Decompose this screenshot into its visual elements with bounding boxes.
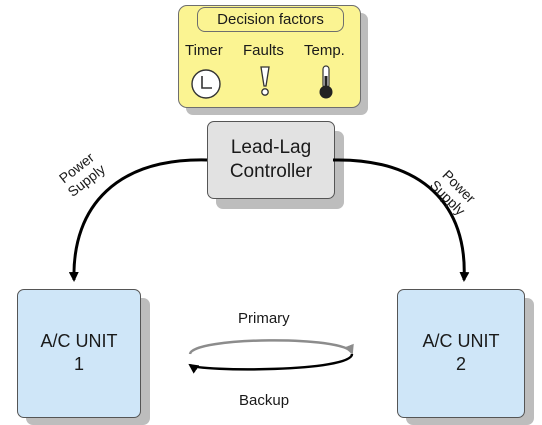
- backup-label: Backup: [239, 392, 290, 409]
- factor-label-temp: Temp.: [304, 42, 345, 59]
- thermometer-icon: [319, 65, 333, 99]
- controller-label-line2: Controller: [229, 161, 313, 182]
- factor-label-faults: Faults: [243, 42, 284, 59]
- lead-lag-controller: Lead-Lag Controller: [207, 121, 335, 199]
- ac-unit-1-number: 1: [73, 354, 84, 374]
- primary-label: Primary: [238, 310, 290, 327]
- ac-unit-2-number: 2: [455, 354, 466, 374]
- power-supply-arrow-left: [68, 158, 208, 282]
- ac-unit-2-label: A/C UNIT: [422, 331, 500, 351]
- clock-icon: [191, 69, 221, 99]
- controller-label-line1: Lead-Lag: [230, 137, 312, 158]
- ac-unit-2: A/C UNIT 2: [397, 289, 525, 418]
- exclamation-icon: [260, 66, 270, 96]
- decision-factors-title: Decision factors: [197, 7, 344, 32]
- backup-arrow: [188, 353, 354, 374]
- ac-unit-1: A/C UNIT 1: [17, 289, 141, 418]
- power-supply-arrow-right: [332, 158, 470, 282]
- ac-unit-1-label: A/C UNIT: [40, 331, 118, 351]
- factor-label-timer: Timer: [185, 42, 223, 59]
- primary-arrow: [188, 339, 354, 355]
